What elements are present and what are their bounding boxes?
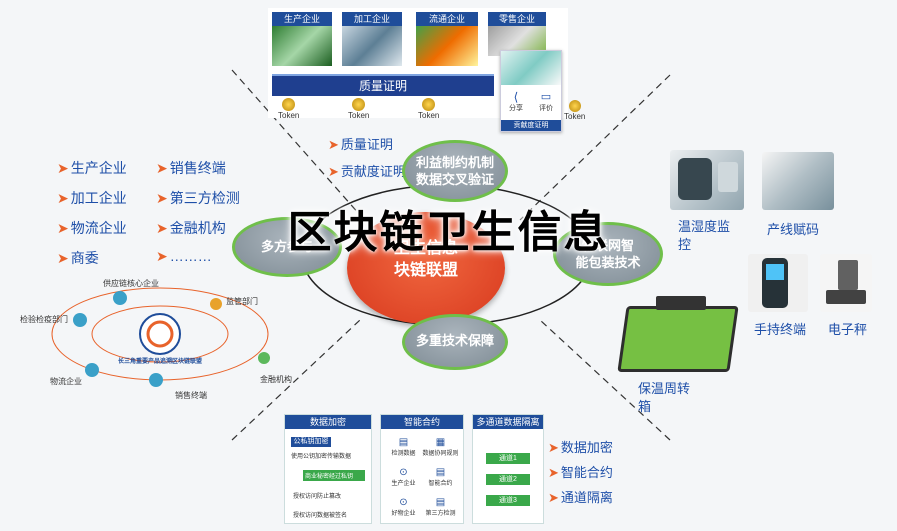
- channel-2: 通道2: [486, 474, 530, 485]
- center-alliance-ellipse: 卫生信息 块链联盟: [347, 212, 505, 324]
- top-tab-3: 流通企业: [416, 12, 478, 66]
- alliance-node-inspection: 检验检疫部门: [20, 315, 68, 324]
- photo-shopper: [501, 51, 561, 85]
- comment-icon: ▭: [540, 91, 552, 103]
- factory-icon: ⊙: [399, 467, 408, 478]
- participant-list-left: ➤生产企业 ➤加工企业 ➤物流企业 ➤商委: [57, 160, 127, 266]
- bottom-bullet-list: ➤数据加密 ➤智能合约 ➤通道隔离: [548, 440, 613, 505]
- lab-icon: ▤: [435, 497, 446, 508]
- node-tech-guarantee: 多重技术保障: [402, 314, 508, 370]
- label-line-coding: 产线赋码: [767, 222, 820, 237]
- device-scale-image: [820, 254, 872, 312]
- label-handheld: 手持终端: [754, 322, 807, 337]
- rules-icon: ▦: [435, 437, 446, 448]
- token-coin-icon: [422, 98, 436, 111]
- alliance-node-core: 供应链核心企业: [103, 279, 159, 288]
- token-coin-icon: [568, 100, 581, 112]
- channel-1: 通道1: [486, 453, 530, 464]
- node-interest-mechanism: 利益制约机制 数据交叉验证: [402, 140, 508, 202]
- quality-band: 质量证明: [272, 74, 494, 96]
- label-temp-monitor: 温湿度监 控: [678, 219, 731, 252]
- alliance-orbits: [51, 287, 270, 387]
- page-title: 区块链卫生信息: [287, 208, 610, 257]
- contribution-footer: 贡献度证明: [501, 120, 561, 131]
- channel-3: 通道3: [486, 495, 530, 506]
- device-temp-monitor-image: [670, 150, 744, 210]
- temp-sensor-shape: [678, 158, 712, 200]
- participant-list-right: ➤销售终端 ➤第三方检测 ➤金融机构 ➤………: [156, 160, 240, 264]
- top-supply-panel: 生产企业 加工企业 流通企业 零售企业 ⟨ 分享 ▭ 评价 贡献度证明 质量证明: [268, 8, 588, 140]
- photo-logistics: [416, 26, 478, 66]
- device-production-line-image: [762, 152, 834, 210]
- top-bullet-list: ➤质量证明 ➤贡献度证明: [328, 137, 406, 179]
- token-1: Token: [278, 98, 299, 120]
- alliance-node-finance: 金融机构: [260, 375, 292, 384]
- top-tab-1: 生产企业: [272, 12, 332, 66]
- alliance-node-logistics: 物流企业: [50, 377, 82, 386]
- token-2: Token: [348, 98, 369, 120]
- alliance-badge-text: 长三角重要产品追溯区块链联盟: [118, 359, 203, 365]
- enterprise-icon: ⊙: [399, 497, 408, 508]
- token-coin-icon: [352, 98, 366, 111]
- alliance-node-regulator: 监管部门: [226, 297, 258, 306]
- alliance-node-retail: 销售终端: [175, 391, 207, 400]
- share-icon: ⟨: [513, 90, 519, 104]
- phone-card: ⟨ 分享 ▭ 评价 贡献度证明: [500, 50, 562, 132]
- panel-data-encryption: 数据加密 公私钥加密 使用公钥加密传输数据 商业秘密经过私钥 授权访问防止篡改 …: [284, 414, 372, 524]
- label-scale: 电子秤: [828, 322, 868, 337]
- panel-smart-contract: 智能合约 ▤检测数据 ▦数据协同规则 ⊙生产企业 ▤智能合约 ⊙好物企业 ▤第三…: [380, 414, 464, 524]
- panel-channel-isolation: 多通道数据隔离 通道1 通道2 通道3: [472, 414, 544, 524]
- data-icon: ▤: [398, 437, 409, 448]
- photo-production: [272, 26, 332, 66]
- token-4: Token: [564, 100, 585, 121]
- label-insulated-box: 保温周转 箱: [638, 381, 691, 414]
- token-3: Token: [418, 98, 439, 120]
- device-handheld-image: [748, 254, 808, 312]
- alliance-orbit-diagram: 供应链核心企业 监管部门 检验检疫部门 物流企业 销售终端 金融机构 长三角重要…: [0, 270, 300, 410]
- node-iot-packaging: 物联网智 能包装技术: [553, 222, 663, 286]
- photo-processing: [342, 26, 402, 66]
- device-insulated-box-image: [616, 296, 739, 372]
- top-tab-2: 加工企业: [342, 12, 402, 66]
- node-multi-party: 多方参与: [232, 217, 342, 277]
- contract-icon: ▤: [435, 467, 446, 478]
- token-coin-icon: [282, 98, 296, 111]
